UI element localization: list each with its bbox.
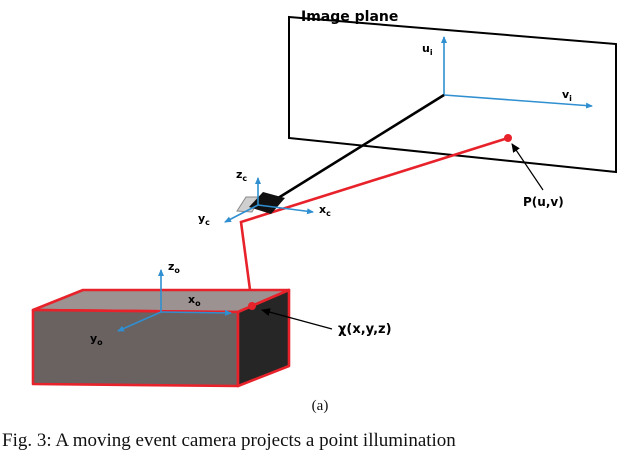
world-point: [248, 302, 256, 310]
subfigure-label: (a): [311, 398, 329, 414]
object-x-axis: [160, 309, 232, 316]
image-plane-label: Image plane: [301, 9, 398, 25]
object-y-axis: [117, 311, 162, 332]
camera-x-axis: [257, 204, 314, 215]
camera-y-label: yc: [198, 212, 210, 227]
object-y-label: yo: [90, 332, 103, 347]
image-v-label: vi: [562, 88, 572, 103]
projected-point-label: P(u,v): [523, 195, 564, 209]
world-point-label: χ(x,y,z): [338, 322, 392, 337]
optical-axis: [261, 93, 445, 210]
camera-z-label: zc: [236, 168, 247, 183]
figure-caption: Fig. 3: A moving event camera projects a…: [2, 430, 456, 451]
box-front-face: [31, 308, 240, 388]
image-plane: [288, 15, 617, 174]
projection-ray: [239, 136, 509, 306]
projected-point: [504, 134, 512, 142]
projected-point-arrow: [511, 143, 544, 191]
object-x-label: xo: [188, 293, 201, 308]
object-z-label: zo: [168, 260, 180, 275]
image-u-label: ui: [422, 42, 433, 57]
world-point-arrow: [261, 308, 333, 330]
object-box: [31, 288, 291, 388]
camera-x-label: xc: [319, 203, 331, 218]
camera-y-axis: [224, 204, 259, 223]
image-v-axis: [443, 94, 593, 109]
